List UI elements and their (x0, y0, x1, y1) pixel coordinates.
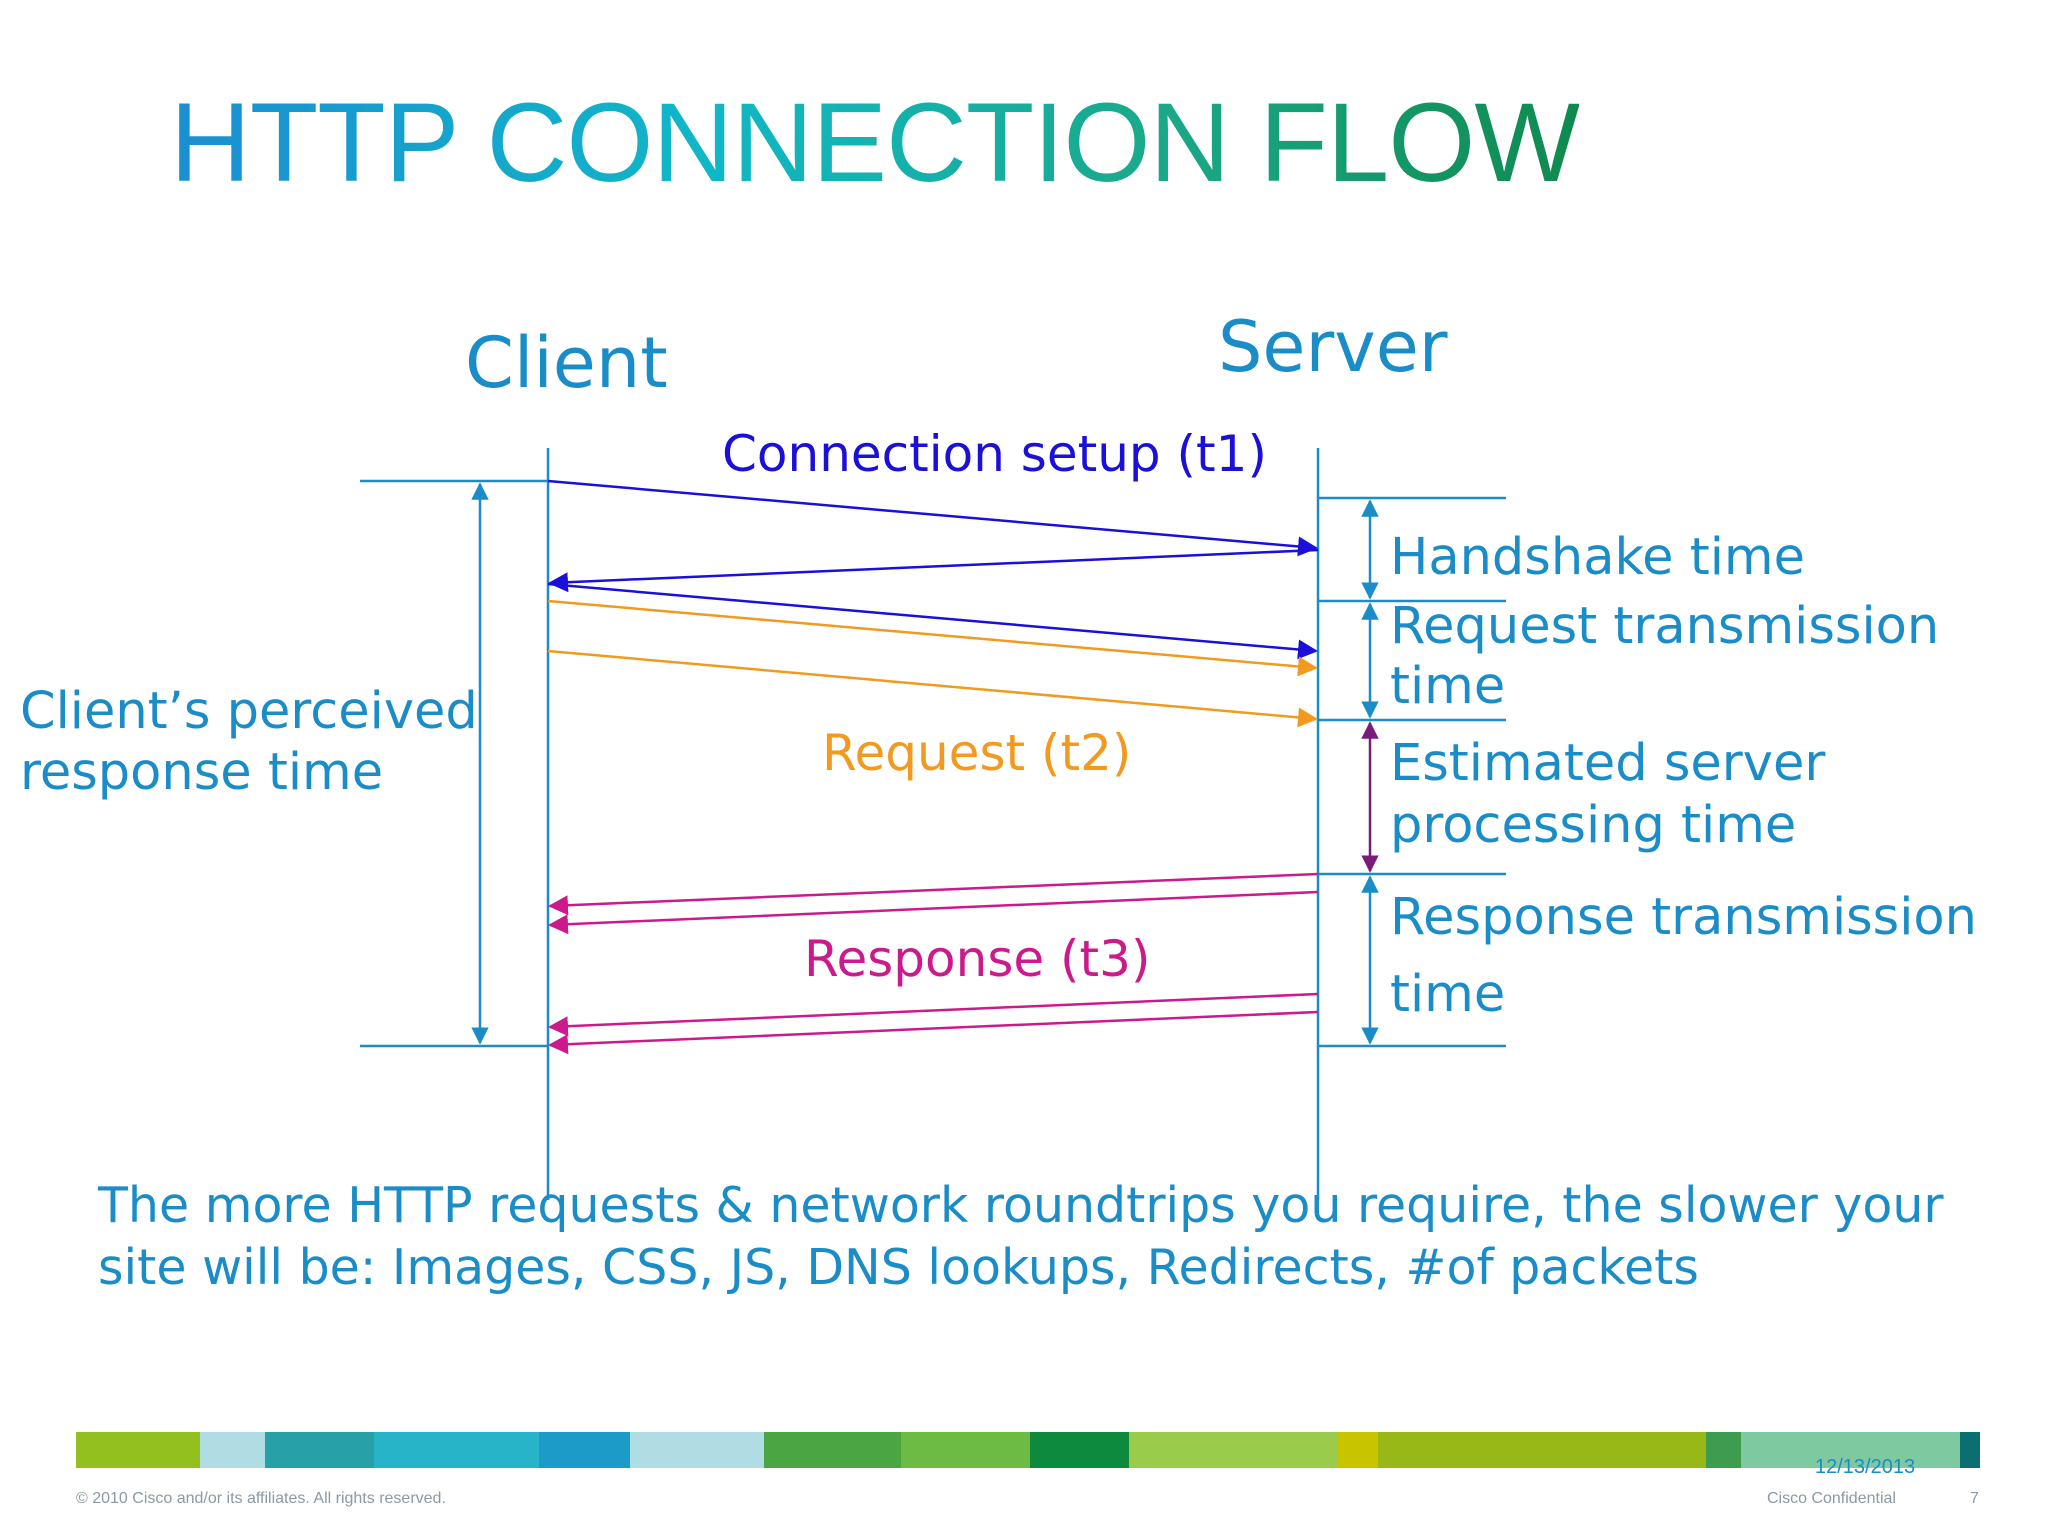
footer-copyright: © 2010 Cisco and/or its affiliates. All … (76, 1490, 446, 1507)
connection-setup-label: Connection setup (t1) (722, 425, 1267, 483)
footer-date: 12/13/2013 (1815, 1456, 1916, 1478)
response-arrow-4 (548, 1010, 1319, 1055)
server-processing-label-line2: processing time (1390, 796, 1797, 855)
request-arrow-2 (547, 649, 1318, 728)
footer-bar-segment (200, 1432, 265, 1468)
footer-bar-segment (900, 1432, 1030, 1468)
footer-bar-segment (76, 1432, 201, 1468)
footer-bar-segment (1129, 1432, 1339, 1468)
footer-confidential: Cisco Confidential (1767, 1490, 1896, 1507)
response-arrow-3 (548, 992, 1319, 1037)
footer-bar-segment (265, 1432, 375, 1468)
handshake-label: Handshake time (1390, 528, 1805, 587)
footer-bar-segment (1338, 1432, 1379, 1468)
server-label: Server (1218, 306, 1448, 388)
response-label: Response (t3) (804, 930, 1151, 988)
footer-bar-segment (538, 1432, 631, 1468)
server-processing-label-line1: Estimated server (1390, 734, 1826, 793)
response-arrow-2 (548, 890, 1319, 935)
caption-text: The more HTTP requests & network roundtr… (98, 1177, 1944, 1296)
request-tx-label-line1: Request transmission (1390, 597, 1940, 656)
footer-page-number: 7 (1970, 1490, 1979, 1507)
request-arrow-1 (547, 599, 1318, 677)
footer-bar-segment (630, 1432, 765, 1468)
ack-arrow (547, 582, 1318, 660)
footer-bar-segment (1960, 1432, 1980, 1468)
footer-bar-segment (1029, 1432, 1130, 1468)
response-arrow-1 (548, 872, 1319, 916)
request-label: Request (t2) (822, 724, 1132, 782)
perceived-label-line1: Client’s perceived (20, 682, 478, 741)
request-tx-label-line2: time (1390, 657, 1506, 716)
syn-ack-arrow (548, 548, 1319, 593)
footer-bar-segment (374, 1432, 539, 1468)
footer-color-bar (76, 1432, 1980, 1468)
response-tx-label-line2: time (1390, 965, 1506, 1024)
syn-arrow (547, 479, 1318, 557)
response-tx-label-line1: Response transmission (1390, 888, 1977, 947)
footer-bar-segment (1706, 1432, 1742, 1468)
client-label: Client (465, 322, 668, 404)
footer-bar-segment (764, 1432, 901, 1468)
footer-bar-segment (1741, 1432, 1961, 1468)
slide-title: HTTP CONNECTION FLOW (170, 78, 1580, 208)
perceived-label-line2: response time (20, 743, 384, 802)
footer-bar-segment (1378, 1432, 1707, 1468)
